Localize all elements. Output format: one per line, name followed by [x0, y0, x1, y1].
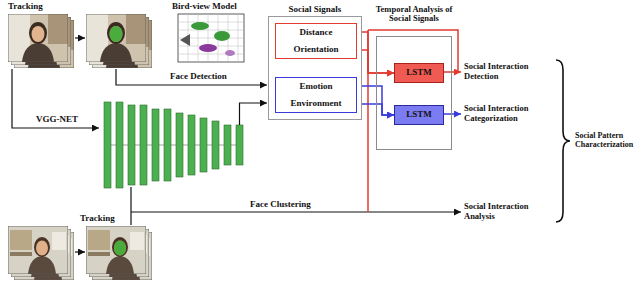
output-label: Social Interaction Analysis [464, 202, 556, 221]
flow-lines [12, 30, 461, 252]
line-label: VGG-NET [36, 114, 96, 124]
bird-view-map [178, 14, 244, 62]
tracked-frames [86, 14, 146, 62]
vgg-network [152, 109, 159, 181]
step-label: Bird-view Model [172, 1, 262, 11]
vgg-network [104, 102, 111, 188]
output-label: Social Interaction Categorization [464, 104, 556, 123]
bird-view-map [178, 14, 244, 62]
line-label: Face Detection [170, 71, 260, 81]
flow-lines [116, 69, 267, 85]
lstm-box: LSTM [394, 105, 444, 125]
node-label: LSTM [406, 68, 432, 78]
line-label: Face Clustering [250, 199, 340, 209]
node-label: Emotion [299, 82, 332, 92]
flow-lines [12, 69, 99, 128]
flow-lines [444, 113, 461, 115]
vgg-network [104, 102, 243, 188]
bird-view-map [225, 50, 235, 56]
lstm-box: LSTM [394, 63, 444, 83]
vgg-network [212, 121, 219, 169]
bottom-tracking-frames [8, 226, 152, 280]
bird-view-map [214, 31, 230, 41]
flow-lines [75, 251, 85, 252]
step-label: Tracking [80, 213, 126, 223]
flow-lines [75, 37, 85, 38]
vgg-network [116, 102, 123, 188]
node-label: Environment [291, 99, 342, 109]
bird-view-map [199, 44, 217, 52]
node-label: LSTM [406, 110, 432, 120]
node-label: Distance [300, 28, 333, 38]
signal-item: Emotion [275, 77, 357, 95]
bottom-tracking-frames [114, 241, 126, 256]
bird-view-map [191, 22, 209, 30]
flow-lines [131, 211, 461, 212]
vgg-network [236, 125, 243, 165]
analysis-group: Temporal Analysis of Social SignalsLSTML… [376, 36, 452, 150]
vgg-network [164, 109, 171, 181]
bottom-tracking-frames [8, 226, 68, 274]
tracked-frames [86, 14, 152, 68]
group-heading: Temporal Analysis of Social Signals [370, 5, 458, 24]
vgg-network [188, 115, 195, 175]
tracking-frames [8, 14, 68, 62]
bottom-tracking-frames [86, 226, 146, 274]
tracking-frames [8, 14, 74, 68]
vgg-network [176, 113, 183, 177]
vgg-network [224, 125, 231, 165]
output-label: Social Interaction Detection [464, 62, 556, 81]
flow-lines [444, 71, 461, 73]
vgg-network [140, 105, 147, 185]
flow-lines [240, 103, 268, 125]
summary-label: Social Pattern Characterization [575, 132, 638, 150]
curly-brace [556, 60, 570, 222]
step-label: Tracking [8, 1, 78, 11]
signal-group: Social SignalsDistanceOrientationEmotion… [268, 16, 362, 120]
signal-item: Distance [275, 23, 357, 41]
signal-item: Orientation [275, 41, 357, 59]
signal-item: Environment [275, 95, 357, 113]
group-heading: Social Signals [268, 4, 362, 14]
tracked-frames [110, 26, 123, 42]
bird-view-map [178, 14, 244, 62]
vgg-network [200, 118, 207, 172]
node-label: Orientation [294, 45, 339, 55]
flow-lines [130, 187, 131, 225]
bird-view-map [180, 34, 190, 46]
vgg-network [128, 105, 135, 185]
